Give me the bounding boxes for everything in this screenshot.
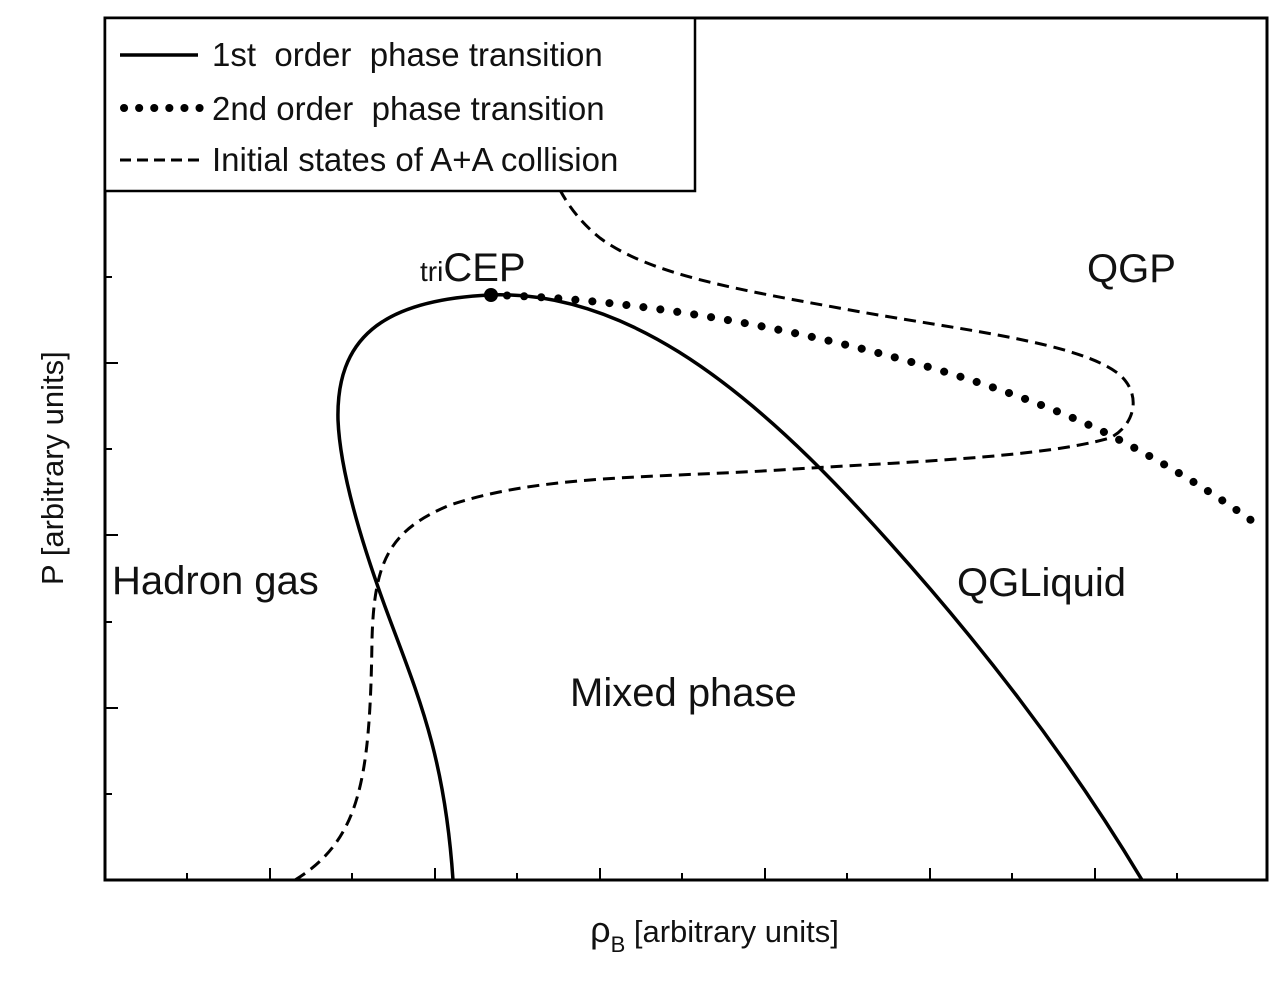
x-axis-subscript: B <box>611 932 626 957</box>
second-order-transition-curve <box>486 291 1266 532</box>
region-label-qgliquid: QGLiquid <box>957 561 1126 605</box>
x-axis-units: [arbitrary units] <box>625 914 839 949</box>
tricep-point <box>484 288 498 302</box>
x-axis-symbol: ρ <box>590 909 610 950</box>
legend: 1st order phase transition 2nd order pha… <box>103 16 697 193</box>
legend-label-second-order: 2nd order phase transition <box>212 90 605 127</box>
tricep-label: triCEP <box>420 246 526 290</box>
region-label-mixed-phase: Mixed phase <box>570 671 797 715</box>
region-label-hadron-gas: Hadron gas <box>112 559 319 603</box>
first-order-transition-curve <box>336 293 1144 881</box>
tricep-label-name: CEP <box>443 246 525 290</box>
legend-label-initial-states: Initial states of A+A collision <box>212 141 618 178</box>
region-label-qgp: QGP <box>1087 247 1176 291</box>
x-axis-label: ρB [arbitrary units] <box>547 909 865 957</box>
initial-states-curve <box>294 189 1135 882</box>
legend-label-first-order: 1st order phase transition <box>212 36 603 73</box>
axis-ticks <box>105 104 1178 880</box>
y-axis-label: P [arbitrary units] <box>35 351 70 585</box>
legend-box <box>103 16 697 193</box>
tricep-label-prefix: tri <box>420 256 443 287</box>
